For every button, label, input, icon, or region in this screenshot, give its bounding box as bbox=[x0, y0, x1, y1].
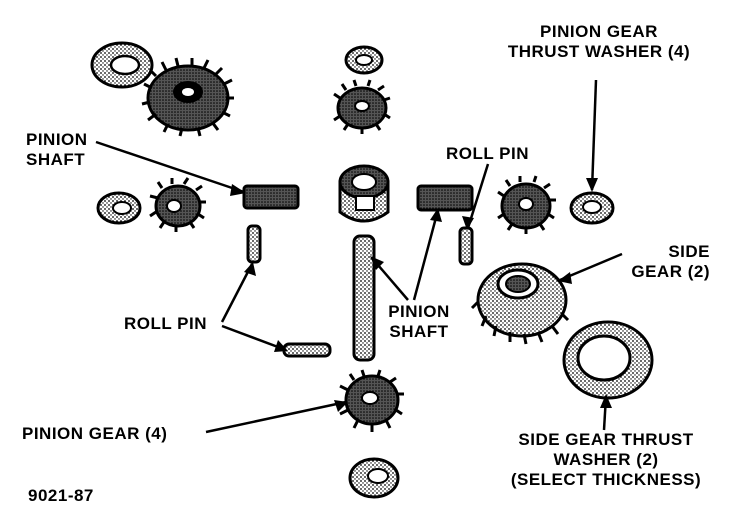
label-pinion-shaft-left: PINION SHAFT bbox=[26, 130, 88, 170]
pinion-gear-right-icon bbox=[497, 175, 556, 234]
pinion-gear-bottom-icon bbox=[339, 369, 404, 432]
pinion-gear-thrust-washer-bottom-icon bbox=[348, 457, 400, 499]
side-gear-icon bbox=[141, 57, 234, 137]
leader-thrust-washer bbox=[590, 79, 598, 191]
label-roll-pin-top: ROLL PIN bbox=[446, 144, 529, 164]
label-side-gear: SIDE GEAR (2) bbox=[600, 242, 710, 282]
pinion-gear-thrust-washer-left-icon bbox=[96, 191, 142, 225]
label-line: SIDE bbox=[668, 242, 710, 261]
pinion-gear-left-icon bbox=[149, 177, 206, 232]
label-roll-pin-left: ROLL PIN bbox=[124, 314, 207, 334]
pinion-shaft-right-icon bbox=[416, 184, 474, 212]
label-line: WASHER (2) bbox=[553, 450, 659, 469]
pinion-shaft-left-icon bbox=[242, 184, 300, 210]
label-line: THRUST WASHER (4) bbox=[507, 42, 691, 61]
pinion-gear-thrust-washer-icon bbox=[344, 45, 384, 75]
label-line: GEAR (2) bbox=[631, 262, 710, 281]
pinion-shaft-long-icon bbox=[352, 234, 376, 362]
label-line: PINION GEAR bbox=[540, 22, 658, 41]
label-line: PINION bbox=[26, 130, 88, 149]
label-side-gear-thrust-washer: SIDE GEAR THRUST WASHER (2) (SELECT THIC… bbox=[494, 430, 718, 490]
side-gear-thrust-washer-right-icon bbox=[562, 320, 654, 400]
roll-pin-bottom-icon bbox=[282, 342, 332, 358]
label-line: (SELECT THICKNESS) bbox=[510, 470, 702, 489]
leader-pinion-shaft-left bbox=[95, 140, 245, 194]
leader-roll-pin-down bbox=[221, 324, 287, 352]
label-line: ROLL PIN bbox=[446, 144, 530, 163]
leader-arrowheads bbox=[230, 178, 612, 412]
figure-id: 9021-87 bbox=[28, 486, 94, 506]
side-gear-thrust-washer-icon bbox=[90, 41, 154, 89]
leader-lines bbox=[95, 79, 623, 434]
leader-roll-pin-top bbox=[466, 163, 490, 229]
label-line: SHAFT bbox=[26, 150, 86, 169]
label-line: 9021-87 bbox=[28, 486, 94, 505]
pinion-gear-thrust-washer-right-icon bbox=[569, 191, 615, 225]
roll-pin-right-icon bbox=[458, 226, 474, 266]
differential-case-icon bbox=[338, 164, 390, 223]
pinion-gear-icon bbox=[333, 79, 391, 134]
label-pinion-shaft-center: PINION SHAFT bbox=[378, 302, 460, 342]
label-pinion-gear: PINION GEAR (4) bbox=[22, 424, 167, 444]
leader-pinion-gear bbox=[205, 400, 347, 434]
label-pinion-gear-thrust-washer: PINION GEAR THRUST WASHER (4) bbox=[488, 22, 710, 62]
label-line: SHAFT bbox=[389, 322, 449, 341]
label-line: PINION bbox=[388, 302, 450, 321]
leader-roll-pin-up bbox=[220, 263, 254, 323]
label-line: PINION GEAR (4) bbox=[22, 424, 168, 443]
leader-pinion-shaft-right bbox=[412, 209, 440, 301]
side-gear-right-icon bbox=[470, 262, 570, 345]
label-line: SIDE GEAR THRUST bbox=[518, 430, 694, 449]
roll-pin-left-icon bbox=[246, 224, 262, 264]
label-line: ROLL PIN bbox=[124, 314, 208, 333]
